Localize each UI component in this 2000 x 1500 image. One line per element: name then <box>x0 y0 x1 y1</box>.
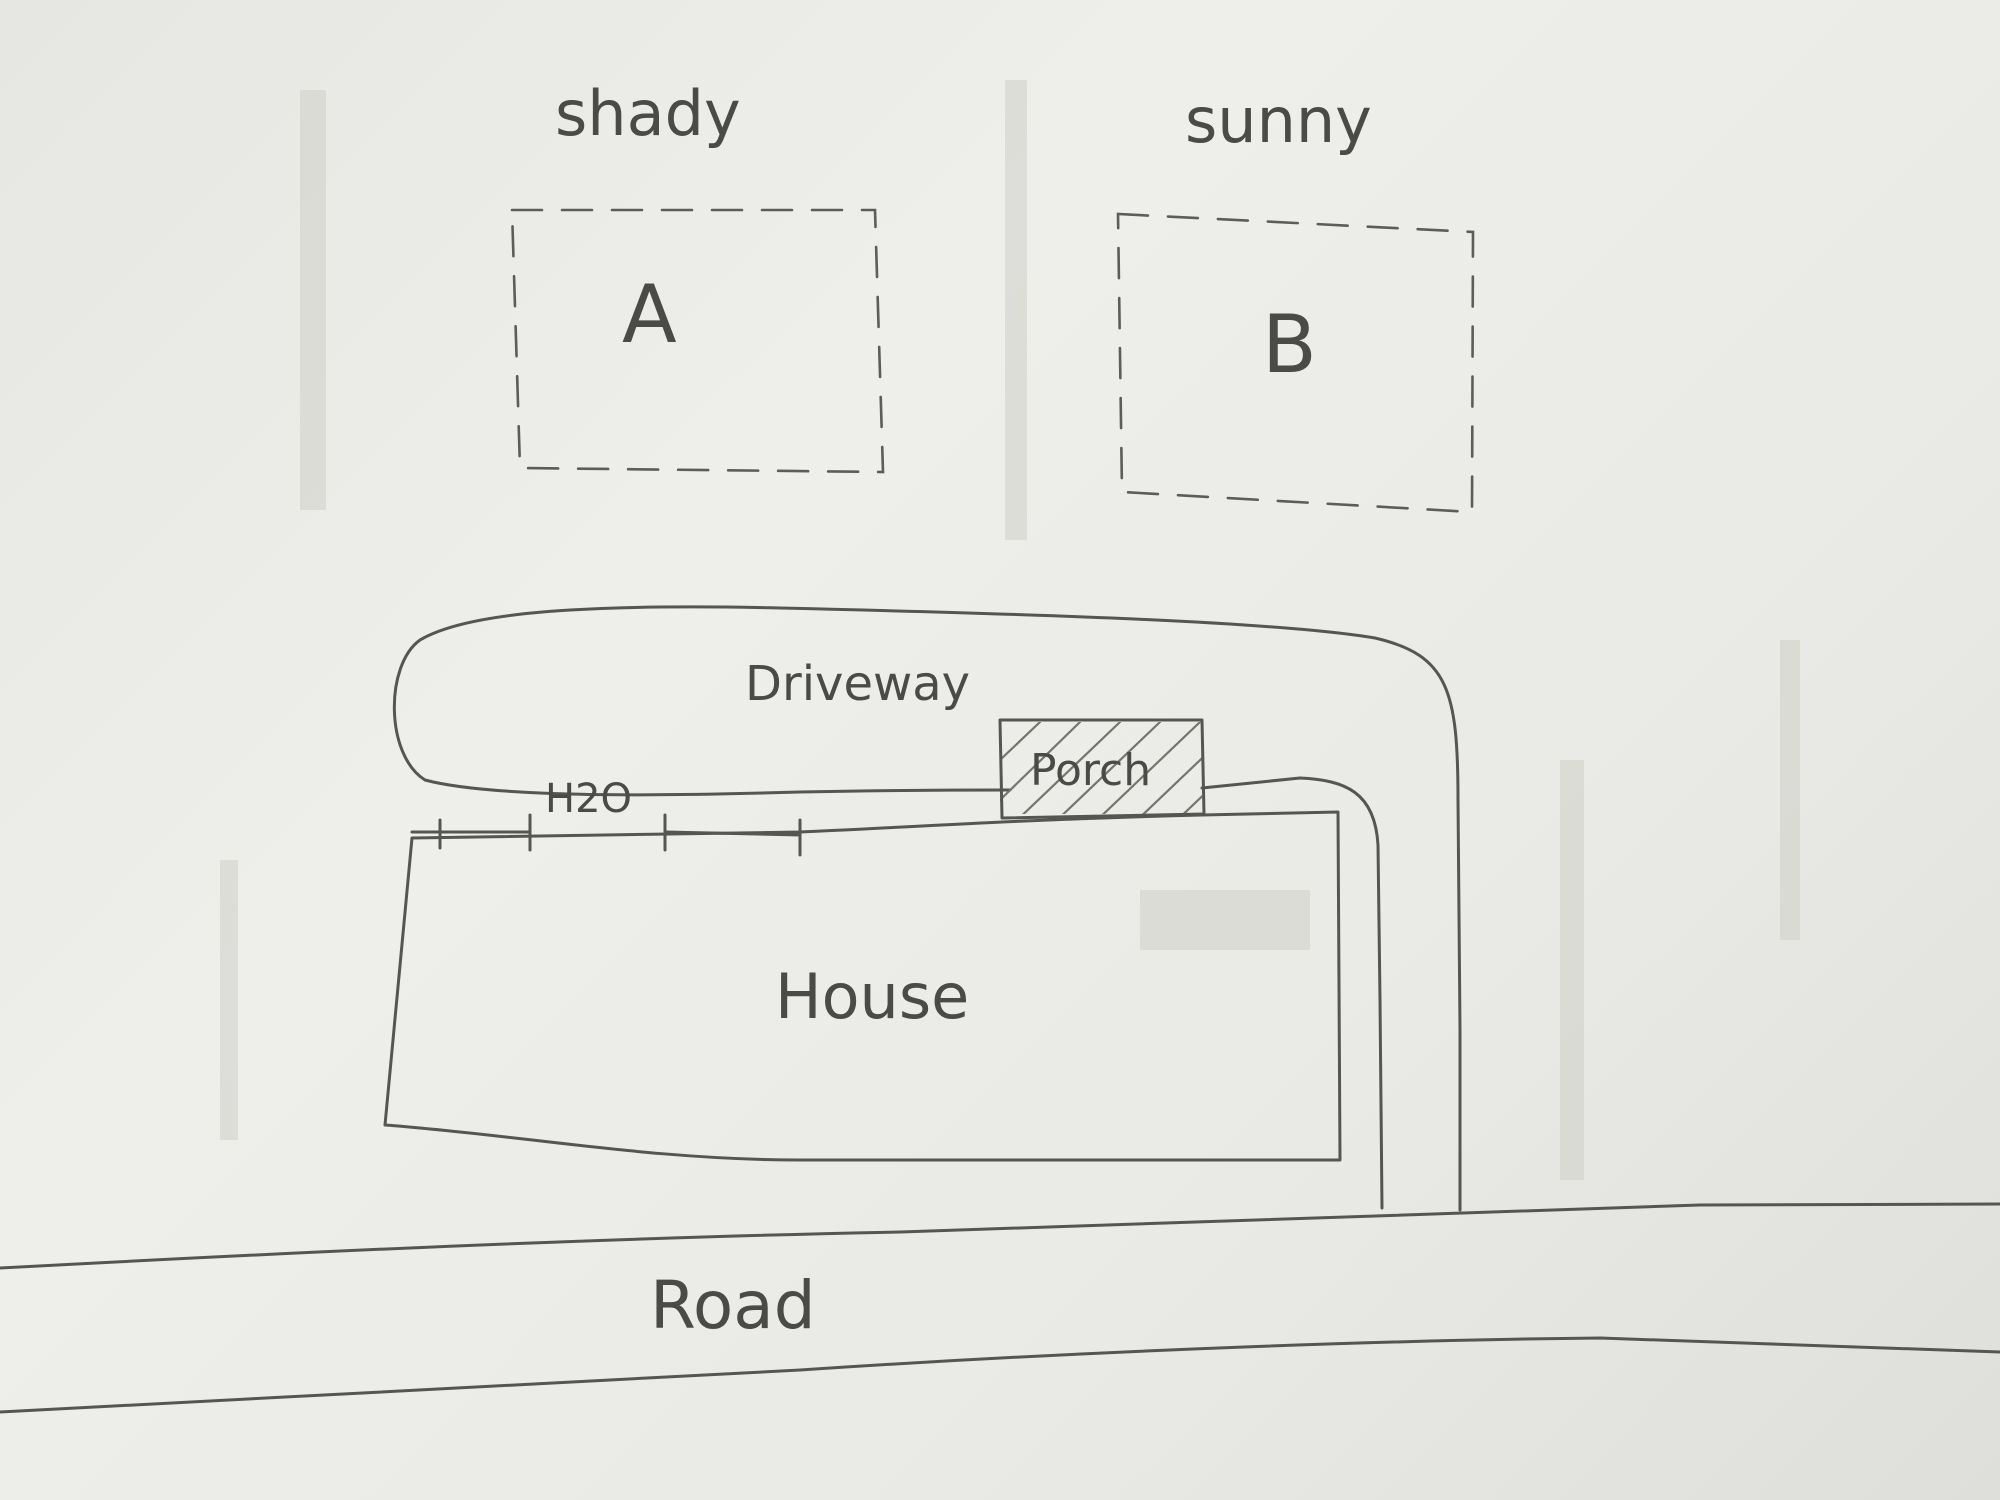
plot-a-outline <box>510 208 885 474</box>
plot-b-outline <box>1116 212 1475 514</box>
road: Road <box>0 1202 2000 1414</box>
porch-label: Porch <box>1030 745 1151 796</box>
road-label: Road <box>650 1267 816 1344</box>
house-label: House <box>775 960 969 1033</box>
h2o-segment-right <box>663 830 802 837</box>
shady-label: shady <box>555 77 741 150</box>
road-bottom-edge <box>0 1336 2000 1414</box>
porch-hatching <box>1000 722 1202 814</box>
driveway-inner-edge <box>1200 776 1384 1210</box>
sunny-label: sunny <box>1185 84 1372 157</box>
plot-a-letter: A <box>622 268 677 361</box>
paper-bleed-through <box>220 80 1800 1180</box>
house-outline <box>383 810 1342 1162</box>
porch: Porch <box>998 718 1206 820</box>
h2o-marker: H2O <box>410 776 802 857</box>
h2o-label: H2O <box>545 776 632 822</box>
driveway-label: Driveway <box>745 656 970 712</box>
plot-b: sunny B <box>1116 84 1475 514</box>
driveway-outer-edge <box>392 605 1462 1212</box>
plot-b-letter: B <box>1262 298 1317 391</box>
driveway: Driveway <box>392 605 1462 1212</box>
house: House <box>383 810 1342 1162</box>
plot-a: shady A <box>510 77 885 474</box>
road-top-edge <box>0 1202 2000 1270</box>
